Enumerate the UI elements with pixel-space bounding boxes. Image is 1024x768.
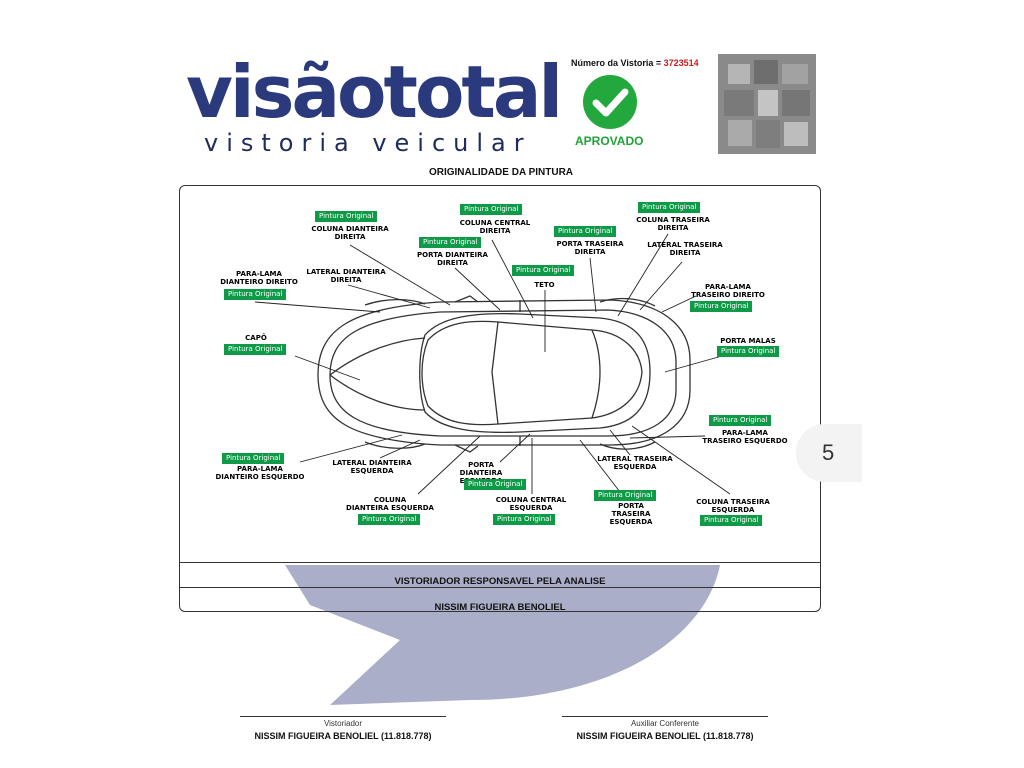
status-badge: Pintura Original (419, 237, 482, 248)
vistoria-number-label: Número da Vistoria = (571, 58, 662, 68)
vistoria-number-value: 3723514 (663, 58, 699, 68)
status-badge: Pintura Original (638, 202, 701, 213)
signature-role: Auxiliar Conferente (630, 719, 700, 728)
status-badge: Pintura Original (594, 490, 657, 501)
part-label: LATERAL TRASEIRA DIREITA (647, 241, 723, 257)
part-label: PORTA MALAS (720, 337, 776, 345)
divider (179, 587, 821, 588)
logo-tagline: vistoria veicular (204, 129, 532, 157)
part-label: PARA-LAMA TRASEIRO DIREITO (691, 283, 765, 299)
signature-name: NISSIM FIGUEIRA BENOLIEL (11.818.778) (254, 731, 432, 741)
part-label: COLUNA TRASEIRA DIREITA (636, 216, 710, 232)
part-label: PARA-LAMA DIANTEIRO DIREITO (220, 270, 298, 286)
status-badge: Pintura Original (512, 265, 575, 276)
paint-diagram-frame (179, 185, 821, 612)
page-number-tab[interactable] (796, 424, 862, 482)
vistoria-number-field: Número da Vistoria = 3723514 (571, 58, 699, 68)
part-label: COLUNA CENTRAL ESQUERDA (495, 496, 567, 512)
part-label: COLUNA TRASEIRA ESQUERDA (696, 498, 770, 514)
check-circle-icon (583, 75, 637, 129)
status-badge: Pintura Original (554, 226, 617, 237)
logo-wordmark: visãototal (186, 50, 563, 134)
qr-code-icon (714, 50, 820, 158)
part-label: CAPÔ (245, 334, 267, 342)
status-badge: Pintura Original (690, 301, 753, 312)
signature-name: NISSIM FIGUEIRA BENOLIEL (11.818.778) (576, 731, 754, 741)
signature-line (240, 716, 446, 717)
status-badge: Pintura Original (224, 344, 287, 355)
approval-status: APROVADO (575, 134, 644, 148)
status-badge: Pintura Original (700, 515, 763, 526)
responsavel-label: VISTORIADOR RESPONSAVEL PELA ANALISE (394, 576, 606, 587)
status-badge: Pintura Original (315, 211, 378, 222)
part-label: LATERAL DIANTEIRA DIREITA (306, 268, 386, 284)
signature-line (562, 716, 768, 717)
part-label: TETO (534, 281, 555, 289)
page-number: 5 (822, 440, 835, 465)
section-title: ORIGINALIDADE DA PINTURA (428, 167, 574, 178)
part-label: PORTA DIANTEIRA DIREITA (417, 251, 488, 267)
divider (179, 562, 821, 563)
part-label: COLUNA DIANTEIRA DIREITA (311, 225, 389, 241)
status-badge: Pintura Original (224, 289, 287, 300)
status-badge: Pintura Original (709, 415, 772, 426)
part-label: LATERAL TRASEIRA ESQUERDA (597, 455, 673, 471)
part-label: PARA-LAMA TRASEIRO ESQUERDO (702, 429, 788, 445)
part-label: COLUNA DIANTEIRA ESQUERDA (346, 496, 434, 512)
status-badge: Pintura Original (717, 346, 780, 357)
status-badge: Pintura Original (460, 204, 523, 215)
status-badge: Pintura Original (358, 514, 421, 525)
status-badge: Pintura Original (464, 479, 527, 490)
responsavel-name: NISSIM FIGUEIRA BENOLIEL (434, 602, 566, 613)
status-badge: Pintura Original (222, 453, 285, 464)
part-label: PORTA TRASEIRA ESQUERDA (609, 502, 653, 526)
part-label: COLUNA CENTRAL DIREITA (459, 219, 531, 235)
part-label: PORTA TRASEIRA DIREITA (556, 240, 624, 256)
signature-role: Vistoriador (323, 719, 363, 728)
part-label: LATERAL DIANTEIRA ESQUERDA (332, 459, 412, 475)
part-label: PARA-LAMA DIANTEIRO ESQUERDO (215, 465, 305, 481)
status-badge: Pintura Original (493, 514, 556, 525)
